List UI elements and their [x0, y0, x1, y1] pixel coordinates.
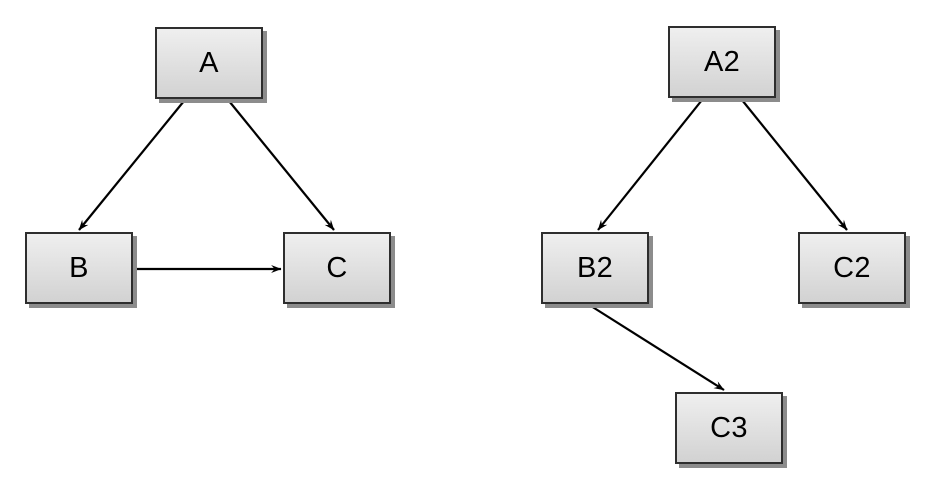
node-c[interactable]: C: [283, 232, 391, 304]
node-label: C2: [833, 251, 871, 284]
node-b[interactable]: B: [25, 232, 133, 304]
edge-b2-c3[interactable]: [590, 305, 725, 391]
node-label: A2: [703, 45, 741, 78]
node-a2[interactable]: A2: [668, 26, 776, 98]
node-a[interactable]: A: [155, 27, 263, 99]
node-label: C: [326, 251, 348, 284]
node-label: C3: [710, 411, 748, 444]
edge-a2-c2[interactable]: [741, 99, 848, 231]
edge-a-b[interactable]: [78, 100, 185, 231]
node-label: B: [69, 251, 89, 284]
node-c3[interactable]: C3: [675, 392, 783, 464]
node-label: B2: [576, 251, 614, 284]
edge-a2-b2[interactable]: [597, 99, 703, 231]
node-b2[interactable]: B2: [541, 232, 649, 304]
edge-a-c[interactable]: [228, 100, 335, 231]
edges-group: [78, 99, 848, 391]
node-c2[interactable]: C2: [798, 232, 906, 304]
node-label: A: [199, 46, 219, 79]
